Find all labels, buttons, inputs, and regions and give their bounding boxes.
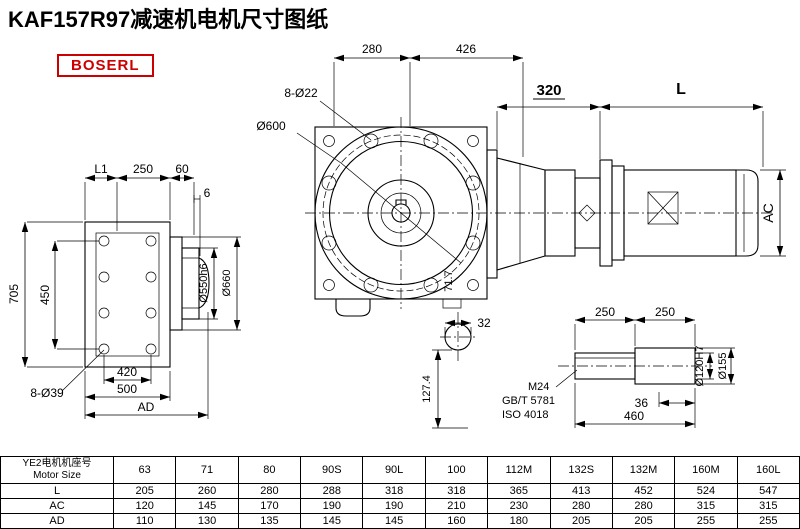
dim-o155: Ø155 <box>717 353 729 380</box>
dimension-value-cell: 190 <box>300 498 364 514</box>
dim-420: 420 <box>117 365 137 379</box>
dim-o550h6: Ø550h6 <box>198 263 210 302</box>
boserl-logo: BOSERL <box>57 54 154 77</box>
dim-426: 426 <box>456 42 476 56</box>
dimension-value-cell: 170 <box>237 498 302 514</box>
dim-460: 460 <box>624 409 644 423</box>
label-gbt-5781: GB/T 5781 <box>502 395 555 407</box>
dimension-row-label: AD <box>0 513 114 529</box>
dimension-value-cell: 315 <box>736 498 800 514</box>
dim-71-7: 71.7 <box>443 270 455 291</box>
dimension-value-cell: 135 <box>237 513 302 529</box>
frame-size-column-header: 63 <box>112 456 177 484</box>
dim-705: 705 <box>7 284 21 304</box>
dimension-value-cell: 210 <box>424 498 489 514</box>
dimension-value-cell: 230 <box>487 498 551 514</box>
dim-250-b: 250 <box>655 305 675 319</box>
engineering-drawing: L1 250 60 6 705 450 420 500 AD 8-Ø39 Ø55… <box>7 42 786 429</box>
frame-size-column-header: 80 <box>237 456 302 484</box>
dimension-row-label: AC <box>0 498 114 514</box>
dim-450: 450 <box>38 285 52 305</box>
dimension-value-cell: 318 <box>362 483 426 499</box>
dimension-row-label: L <box>0 483 114 499</box>
frame-size-column-header: 90L <box>362 456 426 484</box>
frame-size-column-header: 100 <box>424 456 489 484</box>
dim-500: 500 <box>117 382 137 396</box>
dimension-value-cell: 365 <box>487 483 551 499</box>
dim-8-o22: 8-Ø22 <box>284 86 318 100</box>
dim-o660: Ø660 <box>221 270 233 297</box>
front-view-dimensions: L1 250 60 6 705 450 420 500 AD 8-Ø39 Ø55… <box>7 162 241 419</box>
dimension-value-cell: 280 <box>549 498 613 514</box>
dimension-value-cell: 160 <box>424 513 489 529</box>
frame-size-column-header: 132M <box>611 456 676 484</box>
frame-size-column-header: 160M <box>674 456 738 484</box>
side-view-dimensions: 320 L AC <box>496 81 786 257</box>
dimension-value-cell: 205 <box>112 483 177 499</box>
dim-280: 280 <box>362 42 382 56</box>
dimension-value-cell: 145 <box>175 498 239 514</box>
dimension-value-cell: 120 <box>112 498 177 514</box>
dim-127-4: 127.4 <box>421 375 433 403</box>
side-view-drawing <box>486 149 759 279</box>
dimension-value-cell: 280 <box>611 498 676 514</box>
dim-AD: AD <box>138 400 155 414</box>
dimension-value-cell: 255 <box>674 513 738 529</box>
dim-8-o39: 8-Ø39 <box>30 386 64 400</box>
dimension-value-cell: 130 <box>175 513 239 529</box>
dim-o120h7: Ø120H7 <box>694 346 706 387</box>
dimension-value-cell: 205 <box>611 513 676 529</box>
frame-size-column-header: 112M <box>487 456 551 484</box>
dim-6: 6 <box>204 186 211 200</box>
dimension-value-cell: 180 <box>487 513 551 529</box>
dimension-value-cell: 318 <box>424 483 489 499</box>
dimension-value-cell: 255 <box>736 513 800 529</box>
dimension-value-cell: 547 <box>736 483 800 499</box>
dim-250-a: 250 <box>595 305 615 319</box>
dimension-value-cell: 413 <box>549 483 613 499</box>
frame-size-column-header: 71 <box>175 456 239 484</box>
dimension-value-cell: 205 <box>549 513 613 529</box>
dim-60: 60 <box>175 162 189 176</box>
dimension-value-cell: 524 <box>674 483 738 499</box>
dim-36: 36 <box>635 396 649 410</box>
dimension-value-cell: 190 <box>362 498 426 514</box>
dimension-value-cell: 110 <box>112 513 177 529</box>
page-title: KAF157R97减速机电机尺寸图纸 <box>8 7 329 32</box>
dimension-value-cell: 315 <box>674 498 738 514</box>
dimension-value-cell: 452 <box>611 483 676 499</box>
dimension-value-cell: 288 <box>300 483 364 499</box>
dim-o600: Ø600 <box>256 119 286 133</box>
dim-320: 320 <box>536 82 561 99</box>
shaft-detail-drawing: 250 250 M24 GB/T 5781 ISO 4018 36 460 Ø1… <box>502 305 735 428</box>
frame-size-column-header: 132S <box>549 456 613 484</box>
dim-32: 32 <box>477 316 491 330</box>
front-view-drawing <box>84 221 210 368</box>
frame-size-column-header: 160L <box>736 456 800 484</box>
section-detail: 32 127.4 <box>421 316 491 429</box>
frame-size-column-header: 90S <box>300 456 364 484</box>
dimension-value-cell: 260 <box>175 483 239 499</box>
centerlines <box>305 117 772 367</box>
label-m24: M24 <box>528 381 549 393</box>
dimension-value-cell: 280 <box>237 483 302 499</box>
dim-L: L <box>676 81 686 98</box>
dimension-value-cell: 145 <box>362 513 426 529</box>
dimension-value-cell: 145 <box>300 513 364 529</box>
label-iso-4018: ISO 4018 <box>502 409 548 421</box>
dim-250: 250 <box>133 162 153 176</box>
dim-AC: AC <box>760 203 776 222</box>
dim-L1: L1 <box>94 162 108 176</box>
